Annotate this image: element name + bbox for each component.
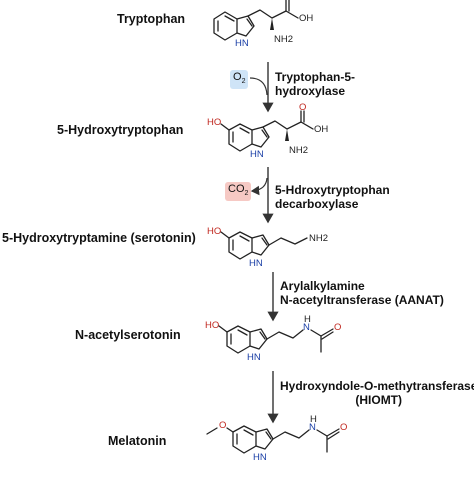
atom-h: H xyxy=(304,314,311,325)
atom-nh2: NH2 xyxy=(289,145,308,156)
cofactor-co2-badge: CO2 xyxy=(225,182,252,202)
atom-o: O xyxy=(219,420,226,431)
atom-h: H xyxy=(310,414,317,425)
atom-oh: OH xyxy=(299,13,313,24)
compound-label-5-hydroxytryptophan: 5-Hydroxytryptophan xyxy=(57,123,184,137)
compound-label-tryptophan: Tryptophan xyxy=(117,12,186,26)
enzyme-label-tryptophan-hydroxylase: Tryptophan-5- hydroxylase xyxy=(275,70,355,98)
enzyme-label-hiomt: Hydroxyndole-O-methytransferase (HIOMT) xyxy=(280,379,474,407)
enzyme-label-line: hydroxylase xyxy=(275,84,346,98)
cofactor-o2-base: O xyxy=(233,71,242,83)
co2-output-curve xyxy=(250,177,268,196)
melatonin-skeleton: O N H O HN xyxy=(206,414,347,463)
structure-5-hydroxytryptophan: HO O OH HN NH2 xyxy=(207,102,357,175)
atom-nh2: NH2 xyxy=(274,34,293,45)
atom-nh2: NH2 xyxy=(309,233,328,244)
atom-o: O xyxy=(284,0,291,2)
o2-input-curve xyxy=(249,77,268,96)
atom-hn: HN xyxy=(250,149,264,160)
enzyme-label-aanat: Arylalkylamine N-acetyltransferase (AANA… xyxy=(280,279,444,307)
structure-tryptophan: O OH HN NH2 xyxy=(210,0,350,65)
enzyme-label-line: decarboxylase xyxy=(275,197,359,211)
atom-oh: OH xyxy=(314,124,328,135)
atom-n: N xyxy=(303,322,310,333)
tryptophan-skeleton: O OH HN NH2 xyxy=(213,0,313,49)
enzyme-label-decarboxylase: 5-Hdroxytryptophan decarboxylase xyxy=(275,183,390,211)
atom-hn: HN xyxy=(235,38,249,49)
cofactor-o2-badge: O2 xyxy=(230,70,249,90)
atom-n: N xyxy=(309,422,316,433)
atom-hn: HN xyxy=(247,352,261,363)
structure-n-acetylserotonin: HO N H O HN xyxy=(205,310,365,380)
compound-label-melatonin: Melatonin xyxy=(108,434,167,448)
atom-o: O xyxy=(334,322,341,333)
enzyme-label-line: Tryptophan-5- xyxy=(275,70,355,84)
atom-o: O xyxy=(340,422,347,433)
compound-label-n-acetylserotonin: N-acetylserotonin xyxy=(75,328,181,342)
atom-ho: HO xyxy=(205,320,219,331)
enzyme-label-line: N-acetyltransferase (AANAT) xyxy=(280,293,444,307)
atom-hn: HN xyxy=(249,258,263,269)
n-acetylserotonin-skeleton: HO N H O HN xyxy=(205,314,341,363)
structure-serotonin: HO NH2 HN xyxy=(207,222,357,277)
cofactor-co2-subscript: 2 xyxy=(244,190,249,198)
enzyme-label-line: (HIOMT) xyxy=(355,393,403,407)
atom-o: O xyxy=(299,102,306,113)
atom-ho: HO xyxy=(207,226,221,237)
enzyme-label-line: Arylalkylamine xyxy=(280,279,365,293)
serotonin-skeleton: HO NH2 HN xyxy=(207,226,328,269)
atom-hn: HN xyxy=(253,452,267,463)
compound-label-serotonin: 5-Hydroxytryptamine (serotonin) xyxy=(2,231,196,245)
structure-melatonin: O N H O HN xyxy=(205,412,370,479)
atom-ho: HO xyxy=(207,117,221,128)
enzyme-label-line: Hydroxyndole-O-methytransferase xyxy=(280,379,474,393)
cofactor-o2-subscript: 2 xyxy=(241,78,246,86)
enzyme-label-line: 5-Hdroxytryptophan xyxy=(275,183,390,197)
cofactor-co2-base: CO xyxy=(228,183,245,195)
pyrrole-ring xyxy=(236,15,255,37)
5-hydroxytryptophan-skeleton: HO O OH HN NH2 xyxy=(207,102,328,160)
